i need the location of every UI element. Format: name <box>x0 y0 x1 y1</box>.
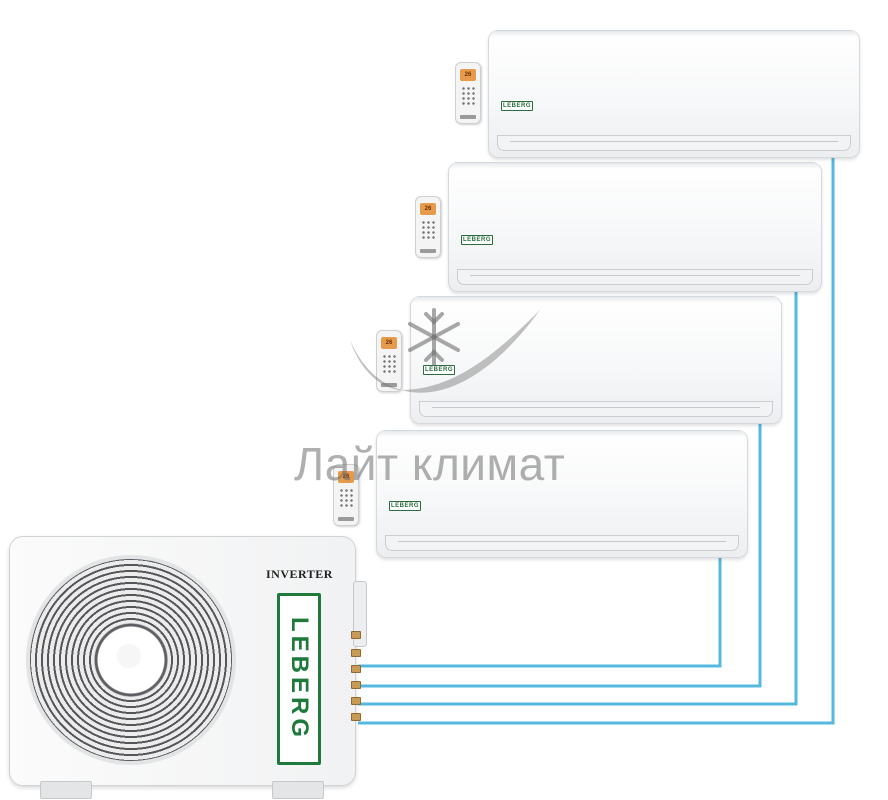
brand-badge: LEBERG <box>389 501 421 511</box>
remote-control-4: 26 <box>333 464 359 526</box>
indoor-unit-top-edge <box>489 31 859 37</box>
remote-logo <box>420 249 436 253</box>
indoor-unit-top-edge <box>411 297 781 303</box>
remote-display: 26 <box>381 337 397 349</box>
indoor-unit-1: LEBERG <box>488 30 860 158</box>
air-vent <box>419 401 773 417</box>
service-valve <box>351 697 361 705</box>
remote-control-1: 26 <box>455 62 481 124</box>
remote-control-3: 26 <box>376 330 402 392</box>
air-vent <box>457 269 813 285</box>
watermark-text: Лайт климат <box>294 438 566 490</box>
remote-buttons <box>339 488 353 508</box>
brand-plate: LEBERG <box>277 593 321 765</box>
remote-display: 26 <box>420 203 436 215</box>
remote-display: 26 <box>338 471 354 483</box>
mounting-foot <box>40 781 92 799</box>
mounting-foot <box>272 781 324 799</box>
remote-logo <box>381 383 397 387</box>
pipe-unit-4 <box>358 556 722 668</box>
service-valve <box>351 713 361 721</box>
indoor-unit-top-edge <box>449 163 821 169</box>
remote-buttons <box>382 354 396 374</box>
remote-logo <box>338 517 354 521</box>
service-valve <box>351 681 361 689</box>
air-vent <box>497 135 851 151</box>
indoor-unit-top-edge <box>377 431 747 437</box>
indoor-unit-2: LEBERG <box>448 162 822 292</box>
fan-hub <box>117 644 141 668</box>
brand-logo: LEBERG <box>286 616 313 742</box>
remote-display: 26 <box>460 69 476 81</box>
brand-badge: LEBERG <box>501 101 533 111</box>
inverter-label: INVERTER <box>266 567 333 581</box>
service-cover <box>353 581 367 647</box>
brand-badge: LEBERG <box>461 235 493 245</box>
remote-buttons <box>421 220 435 240</box>
brand-badge: LEBERG <box>423 365 455 375</box>
outdoor-unit: INVERTER LEBERG <box>9 536 367 799</box>
indoor-unit-4: LEBERG <box>376 430 748 558</box>
service-valve <box>351 649 361 657</box>
remote-buttons <box>461 86 475 106</box>
indoor-unit-3: LEBERG <box>410 296 782 424</box>
remote-logo <box>460 115 476 119</box>
service-valve <box>351 631 361 639</box>
air-vent <box>385 535 739 551</box>
remote-control-2: 26 <box>415 196 441 258</box>
service-valve <box>351 665 361 673</box>
